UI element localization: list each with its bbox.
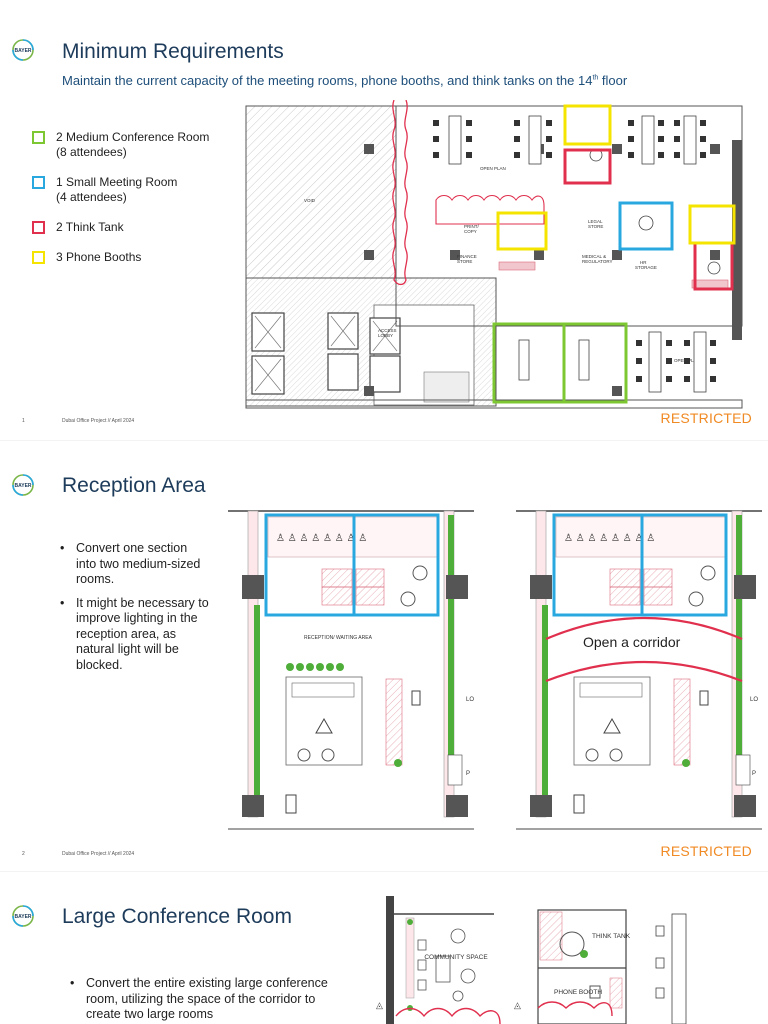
page-title: Minimum Requirements [62,40,284,63]
svg-text:COPY: COPY [464,229,477,234]
legend-medium-conference: 2 Medium Conference Room(8 attendees) [32,130,209,160]
community-space-label: COMMUNITY SPACE [424,954,488,961]
footer-text: Dubai Office Project // April 2024 [62,851,135,857]
reception-label: RECEPTION/ WAITING AREA [304,635,373,641]
page-subtitle: Maintain the current capacity of the mee… [62,73,628,88]
slide-reception-area: BAYER Reception Area Convert one section… [0,441,768,871]
svg-text:STORE: STORE [588,224,603,229]
legend-think-tank: 2 Think Tank [32,220,124,235]
svg-text:LOBBY: LOBBY [378,333,393,338]
corridor-label: Open a corridor [583,634,681,650]
svg-text:REGULATORY: REGULATORY [582,259,613,264]
red-square-icon [32,221,45,234]
reception-plan-current: ♙ ♙ ♙ ♙ ♙ ♙ ♙ ♙ RECEPTION/ WAITING AREA … [228,505,474,835]
svg-text:STORAGE: STORAGE [635,265,657,270]
legend-phone-booths: 3 Phone Booths [32,250,141,265]
bullet-list: Convert the entire existing large confer… [70,976,335,1024]
svg-text:♙ ♙ ♙ ♙ ♙ ♙ ♙ ♙: ♙ ♙ ♙ ♙ ♙ ♙ ♙ ♙ [276,533,367,544]
think-tank-label: THINK TANK [592,933,631,940]
legend-small-meeting: 1 Small Meeting Room(4 attendees) [32,175,177,205]
svg-text:ACCESS: ACCESS [378,328,397,333]
green-square-icon [32,131,45,144]
reception-plan-proposed: ♙ ♙ ♙ ♙ ♙ ♙ ♙ ♙ Open a corridor LO P [516,505,762,835]
svg-text:LEGAL: LEGAL [588,219,603,224]
svg-text:MEDICAL &: MEDICAL & [582,254,606,259]
svg-text:BAYER: BAYER [14,48,31,54]
svg-text:BAYER: BAYER [14,483,31,489]
phone-booth-label: PHONE BOOTH [554,989,602,996]
slide-large-conference-room: BAYER Large Conference Room Convert the … [0,872,768,1024]
svg-text:LO: LO [750,697,758,703]
slide-separator [0,440,768,441]
svg-text:FINANCE: FINANCE [457,254,477,259]
bullet-item: It might be necessary to improve lightin… [60,596,210,674]
svg-text:P: P [466,771,470,777]
svg-text:♙ ♙ ♙ ♙ ♙ ♙ ♙ ♙: ♙ ♙ ♙ ♙ ♙ ♙ ♙ ♙ [564,533,655,544]
bayer-logo-icon: BAYER [12,474,34,496]
conference-plan: COMMUNITY SPACE ◬ ◬ THINK TANK PHONE BOO… [376,896,687,1024]
bayer-logo-icon: BAYER [12,39,34,61]
page-title: Reception Area [62,474,206,497]
blue-square-icon [32,176,45,189]
slide-minimum-requirements: BAYER Minimum Requirements Maintain the … [0,0,768,440]
svg-text:PRINT/: PRINT/ [464,224,480,229]
page-title: Large Conference Room [62,905,292,928]
classification-label: RESTRICTED [660,843,752,859]
bayer-logo-icon: BAYER [12,905,34,927]
svg-text:VOID: VOID [304,198,316,203]
svg-text:◬: ◬ [514,1000,521,1010]
classification-label: RESTRICTED [660,410,752,426]
svg-text:OPEN PLAN: OPEN PLAN [480,166,506,171]
yellow-square-icon [32,251,45,264]
bullet-item: Convert one section into two medium-size… [60,541,210,588]
svg-text:◬: ◬ [376,1000,383,1010]
slide-separator [0,871,768,872]
page-number: 2 [22,851,25,857]
page-number: 1 [22,418,25,424]
svg-text:HR: HR [640,260,647,265]
svg-text:BAYER: BAYER [14,914,31,920]
svg-text:STORE: STORE [457,259,472,264]
svg-text:LO: LO [466,697,474,703]
svg-text:P: P [752,771,756,777]
bullet-item: Convert the entire existing large confer… [70,976,335,1023]
bullet-list: Convert one section into two medium-size… [60,541,210,681]
footer-text: Dubai Office Project // April 2024 [62,418,135,424]
